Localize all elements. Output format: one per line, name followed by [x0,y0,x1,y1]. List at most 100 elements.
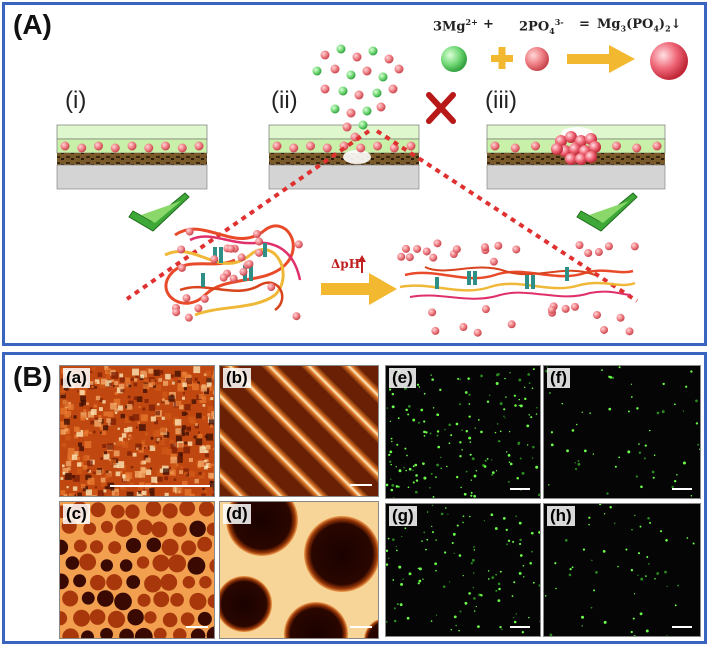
polymer-network-compact [164,224,302,317]
ion-particle [652,141,662,151]
precipitate-particle [551,143,563,155]
ion-particle [372,88,382,98]
ion-particle [127,141,137,151]
ion-particle [388,84,398,94]
fluorescence-image-g: (g) [385,503,541,637]
ion-particle [245,259,254,268]
cross-mark-icon [426,92,456,124]
ion-particle [356,143,366,153]
ion-particle [510,143,520,153]
equation-product: Mg3(PO4)2↓ [597,17,682,34]
afm-image-b: (b) [219,365,379,497]
precipitate-sphere [650,42,688,80]
ion-particle [210,255,219,264]
ion-particle [294,240,303,249]
ion-particle [570,302,579,311]
afm-image-c: (c) [59,501,215,639]
ion-particle [255,237,264,246]
particles-stage-i [60,141,204,153]
ion-particle [292,312,301,321]
equation-equals: = [579,17,590,32]
ion-particle [547,305,556,314]
ion-particle [575,241,584,250]
afm-image-d: (d) [219,501,379,639]
ion-particle [422,247,431,256]
ion-particle [346,108,356,118]
ion-particle [368,46,378,56]
ion-particle [226,244,235,253]
check-mark-icon-right [576,192,638,232]
ion-particle [255,248,264,257]
ion-particle [320,84,330,94]
ion-particle [489,257,498,266]
ph-change-label: ΔpH [331,257,360,271]
precipitate-particle [565,153,577,165]
ion-particle [312,66,322,76]
ion-particle [630,242,639,251]
ion-particle [110,143,120,153]
precipitate-particle [565,131,577,143]
ion-particle [144,143,154,153]
tile-label-b: (b) [223,368,251,388]
ion-particle [376,102,386,112]
scale-bar [672,626,692,628]
panel-b-label: (B) [13,361,52,392]
film-stage-ii [268,124,420,190]
ion-particle [413,244,422,253]
ion-particle [185,227,194,236]
mg-ion-sphere [441,46,467,72]
ion-particle [362,66,372,76]
stage-label-i: (i) [65,87,87,114]
ion-particle [342,122,352,132]
ion-particle [480,243,489,252]
ion-particle [612,141,621,151]
ion-particle [561,304,570,313]
ion-particle [338,86,348,96]
ion-particle [459,323,468,332]
ion-particle [267,283,276,292]
panel-a-label: (A) [13,9,52,40]
fluorescence-image-e: (e) [385,365,541,499]
scale-bar [110,485,210,487]
precipitate-particle [589,141,601,153]
ion-particle [330,104,340,114]
ion-particle [184,313,193,322]
ion-particle [177,245,186,254]
equation-mg-ion: 3Mg2+ [433,17,478,35]
ion-particle [394,64,404,74]
ion-particle [401,244,410,253]
ion-particle [431,326,440,335]
ion-particle [362,106,372,116]
particles-stage-ii [272,141,416,153]
precipitate-cluster [551,131,601,165]
stage-label-iii: (iii) [485,87,517,114]
ion-particle [429,253,438,262]
ion-particle [352,52,362,62]
tile-label-f: (f) [547,368,570,388]
panel-a-schematic: ΔpH (A) (i) (ii) (iii) 3Mg2+ + 2PO43- = … [2,2,707,346]
ion-particle [322,143,332,153]
fluorescence-image-f: (f) [543,365,701,499]
ion-particle [229,274,238,283]
ion-particle [219,273,228,282]
ion-particle [625,327,634,336]
ion-particle [512,245,521,254]
ion-particle [604,242,613,251]
afm-image-a: (a) [59,365,215,497]
ion-particle [177,143,187,153]
ion-particle [346,70,356,80]
tile-label-d: (d) [223,504,251,524]
ion-particle [632,143,642,153]
phosphate-ion-sphere [525,47,549,71]
fluorescence-image-h: (h) [543,503,701,637]
ion-particle [473,328,482,337]
stage-label-ii: (ii) [271,87,298,114]
ion-particle [239,267,248,276]
tile-label-e: (e) [389,368,416,388]
ion-particle [616,313,625,322]
ph-increase-arrow [321,255,397,305]
ion-particle [358,120,368,130]
ion-particle [194,304,203,313]
zoom-line-right [375,129,639,303]
ion-particle [320,50,330,60]
